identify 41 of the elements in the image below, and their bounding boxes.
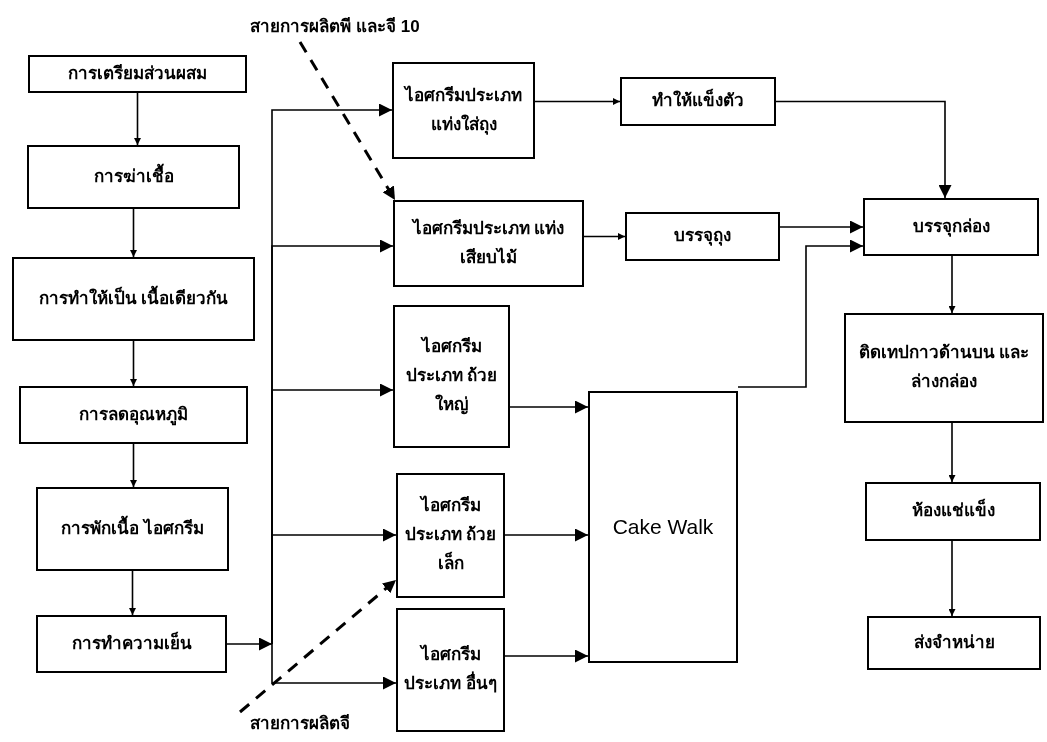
arrow xyxy=(509,400,589,414)
arrow xyxy=(130,340,137,387)
arrow xyxy=(534,98,621,105)
arrow xyxy=(129,570,136,616)
arrow xyxy=(948,255,956,314)
arrow xyxy=(504,528,589,542)
process-box: ห้องแช่แข็ง xyxy=(865,482,1041,541)
process-box: ส่งจำหน่าย xyxy=(867,616,1041,670)
process-box: ทำให้แข็งตัว xyxy=(620,77,776,126)
arrow xyxy=(948,540,956,617)
process-box: ไอศกรีม ประเภท ถ้วยใหญ่ xyxy=(393,305,510,448)
arrow xyxy=(134,92,141,146)
dashed-arrow xyxy=(239,578,397,714)
process-box: ไอศกรีมประเภท แท่งเสียบไม้ xyxy=(393,200,584,287)
arrow xyxy=(775,100,952,199)
process-box: ไอศกรีมประเภท แท่งใส่ถุง xyxy=(392,62,535,159)
process-box: การลดอุณหภูมิ xyxy=(19,386,248,444)
process-box: บรรจุกล่อง xyxy=(863,198,1039,256)
process-box: ติดเทปกาวด้านบน และล่างกล่อง xyxy=(844,313,1044,423)
process-box: ไอศกรีม ประเภท อื่นๆ xyxy=(396,608,505,732)
arrow xyxy=(779,220,864,234)
line-label: สายการผลิตจี xyxy=(220,710,380,738)
line-label: สายการผลิตพี และจี 10 xyxy=(200,12,470,42)
process-box: การทำความเย็น xyxy=(36,615,227,673)
process-box: การฆ่าเชื้อ xyxy=(27,145,240,209)
process-box: การเตรียมส่วนผสม xyxy=(28,55,247,93)
arrow xyxy=(130,208,137,258)
arrow xyxy=(130,443,137,488)
arrow xyxy=(583,233,626,240)
arrow xyxy=(948,422,956,483)
process-box: Cake Walk xyxy=(588,391,738,663)
dashed-arrow xyxy=(298,41,397,201)
process-box: ไอศกรีม ประเภท ถ้วยเล็ก xyxy=(396,473,505,598)
process-box: การพักเนื้อ ไอศกรีม xyxy=(36,487,229,571)
process-box: บรรจุถุง xyxy=(625,212,780,261)
arrow xyxy=(271,528,397,645)
arrow xyxy=(226,637,273,651)
process-box: การทำให้เป็น เนื้อเดียวกัน xyxy=(12,257,255,341)
arrow xyxy=(504,649,589,663)
arrow xyxy=(271,643,397,690)
arrow xyxy=(737,239,864,388)
